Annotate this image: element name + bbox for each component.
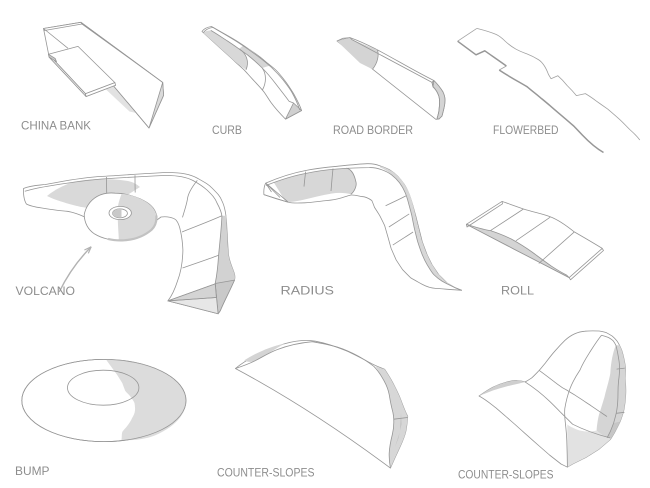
svg-text:COUNTER-SLOPES: COUNTER-SLOPES: [217, 466, 315, 480]
svg-text:CHINA BANK: CHINA BANK: [21, 119, 91, 133]
svg-text:ROLL: ROLL: [501, 284, 534, 298]
svg-text:BUMP: BUMP: [15, 464, 50, 478]
svg-text:ROAD BORDER: ROAD BORDER: [333, 123, 413, 137]
svg-text:COUNTER-SLOPES: COUNTER-SLOPES: [458, 468, 554, 482]
svg-text:FLOWERBED: FLOWERBED: [493, 123, 559, 137]
svg-text:CURB: CURB: [212, 123, 242, 137]
svg-text:VOLCANO: VOLCANO: [16, 284, 76, 298]
svg-text:RADIUS: RADIUS: [281, 284, 335, 298]
